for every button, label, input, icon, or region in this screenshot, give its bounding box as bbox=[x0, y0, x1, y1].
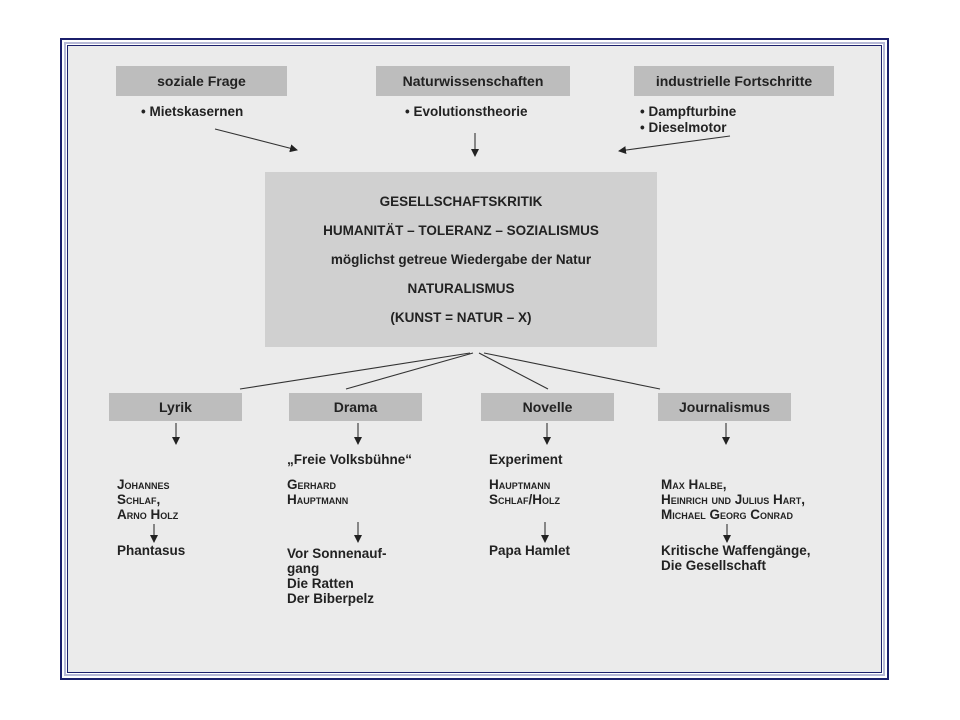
arrow-industrie bbox=[618, 135, 731, 155]
box-naturwissenschaften: Naturwissenschaften bbox=[376, 66, 570, 96]
box-label: industrielle Fortschritte bbox=[655, 73, 813, 89]
item-mietskasernen: • Mietskasernen bbox=[141, 104, 244, 119]
branch-lyrik: Lyrik bbox=[109, 393, 242, 421]
branch-journalismus: Journalismus bbox=[658, 393, 791, 421]
branch-line-journalismus bbox=[483, 352, 661, 390]
item-evolutionstheorie: • Evolutionstheorie bbox=[405, 104, 528, 119]
item-dieselmotor: • Dieselmotor bbox=[640, 120, 727, 135]
center-line: möglichst getreue Wiedergabe der Natur bbox=[330, 252, 592, 267]
drama-authors: Gerhard Hauptmann bbox=[287, 477, 349, 507]
branch-line-lyrik bbox=[239, 352, 471, 390]
drama-subtitle: „Freie Volksbühne“ bbox=[287, 452, 413, 467]
branch-label: Novelle bbox=[522, 399, 573, 415]
center-line: HUMANITÄT – TOLERANZ – SOZIALISMUS bbox=[323, 223, 599, 238]
novelle-works: Papa Hamlet bbox=[489, 543, 571, 558]
branch-label: Drama bbox=[333, 399, 378, 415]
center-box: GESELLSCHAFTSKRITIK HUMANITÄT – TOLERANZ… bbox=[265, 172, 657, 347]
center-line: NATURALISMUS bbox=[407, 281, 515, 296]
novelle-authors: Hauptmann Schlaf/Holz bbox=[489, 477, 560, 507]
box-label: Naturwissenschaften bbox=[402, 73, 544, 89]
novelle-subtitle: Experiment bbox=[489, 452, 563, 467]
journalismus-authors: Max Halbe, Heinrich und Julius Hart, Mic… bbox=[661, 477, 806, 522]
branch-line-drama bbox=[345, 352, 474, 390]
lyrik-authors: Johannes Schlaf, Arno Holz bbox=[117, 477, 179, 522]
box-label: soziale Frage bbox=[157, 73, 246, 89]
branch-label: Lyrik bbox=[159, 399, 192, 415]
branch-line-novelle bbox=[478, 352, 549, 390]
branch-drama: Drama bbox=[289, 393, 422, 421]
box-soziale-frage: soziale Frage bbox=[116, 66, 287, 96]
center-line: GESELLSCHAFTSKRITIK bbox=[379, 194, 543, 209]
arrow-soziale-frage bbox=[214, 128, 298, 153]
branch-label: Journalismus bbox=[678, 399, 771, 415]
box-industrielle-fortschritte: industrielle Fortschritte bbox=[634, 66, 834, 96]
journalismus-works: Kritische Waffengänge, Die Gesellschaft bbox=[661, 543, 811, 573]
lyrik-works: Phantasus bbox=[117, 543, 186, 558]
center-line: (KUNST = NATUR – X) bbox=[390, 310, 532, 325]
item-dampfturbine: • Dampfturbine bbox=[640, 104, 737, 119]
branch-novelle: Novelle bbox=[481, 393, 614, 421]
drama-works: Vor Sonnenauf- gang Die Ratten Der Biber… bbox=[287, 546, 387, 606]
